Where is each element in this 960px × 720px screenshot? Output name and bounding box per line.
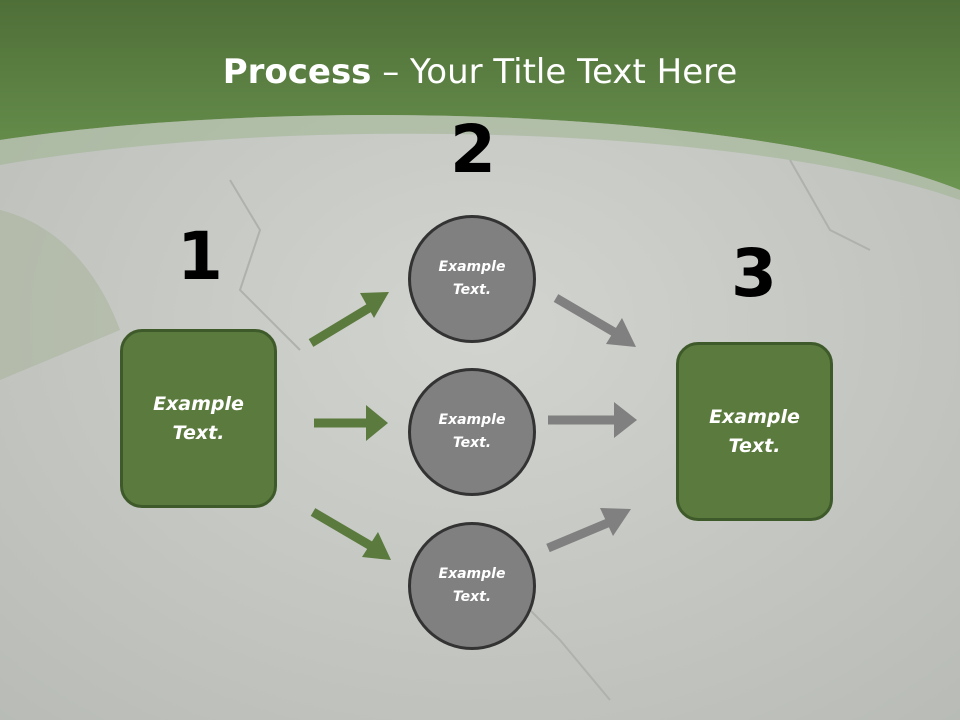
step-number-1: 1 [177,218,223,295]
title-rest: – Your Title Text Here [371,52,738,92]
slide-title: Process – Your Title Text Here [0,52,960,92]
step-number-2: 2 [450,111,496,188]
title-bold: Process [222,52,372,92]
right-process-box: Example Text. [676,342,833,521]
left-process-box: Example Text. [120,329,277,508]
circle-bottom: Example Text. [408,522,536,650]
arrow-left-to-bottom [310,508,391,560]
arrow-bottom-to-right [546,508,631,553]
step-number-3: 3 [731,235,777,312]
circle-middle: Example Text. [408,368,536,496]
arrow-middle-to-right [548,402,637,438]
arrow-top-to-right [553,294,636,347]
arrow-left-to-middle [314,405,388,441]
arrow-left-to-top [308,292,389,347]
circle-top: Example Text. [408,215,536,343]
